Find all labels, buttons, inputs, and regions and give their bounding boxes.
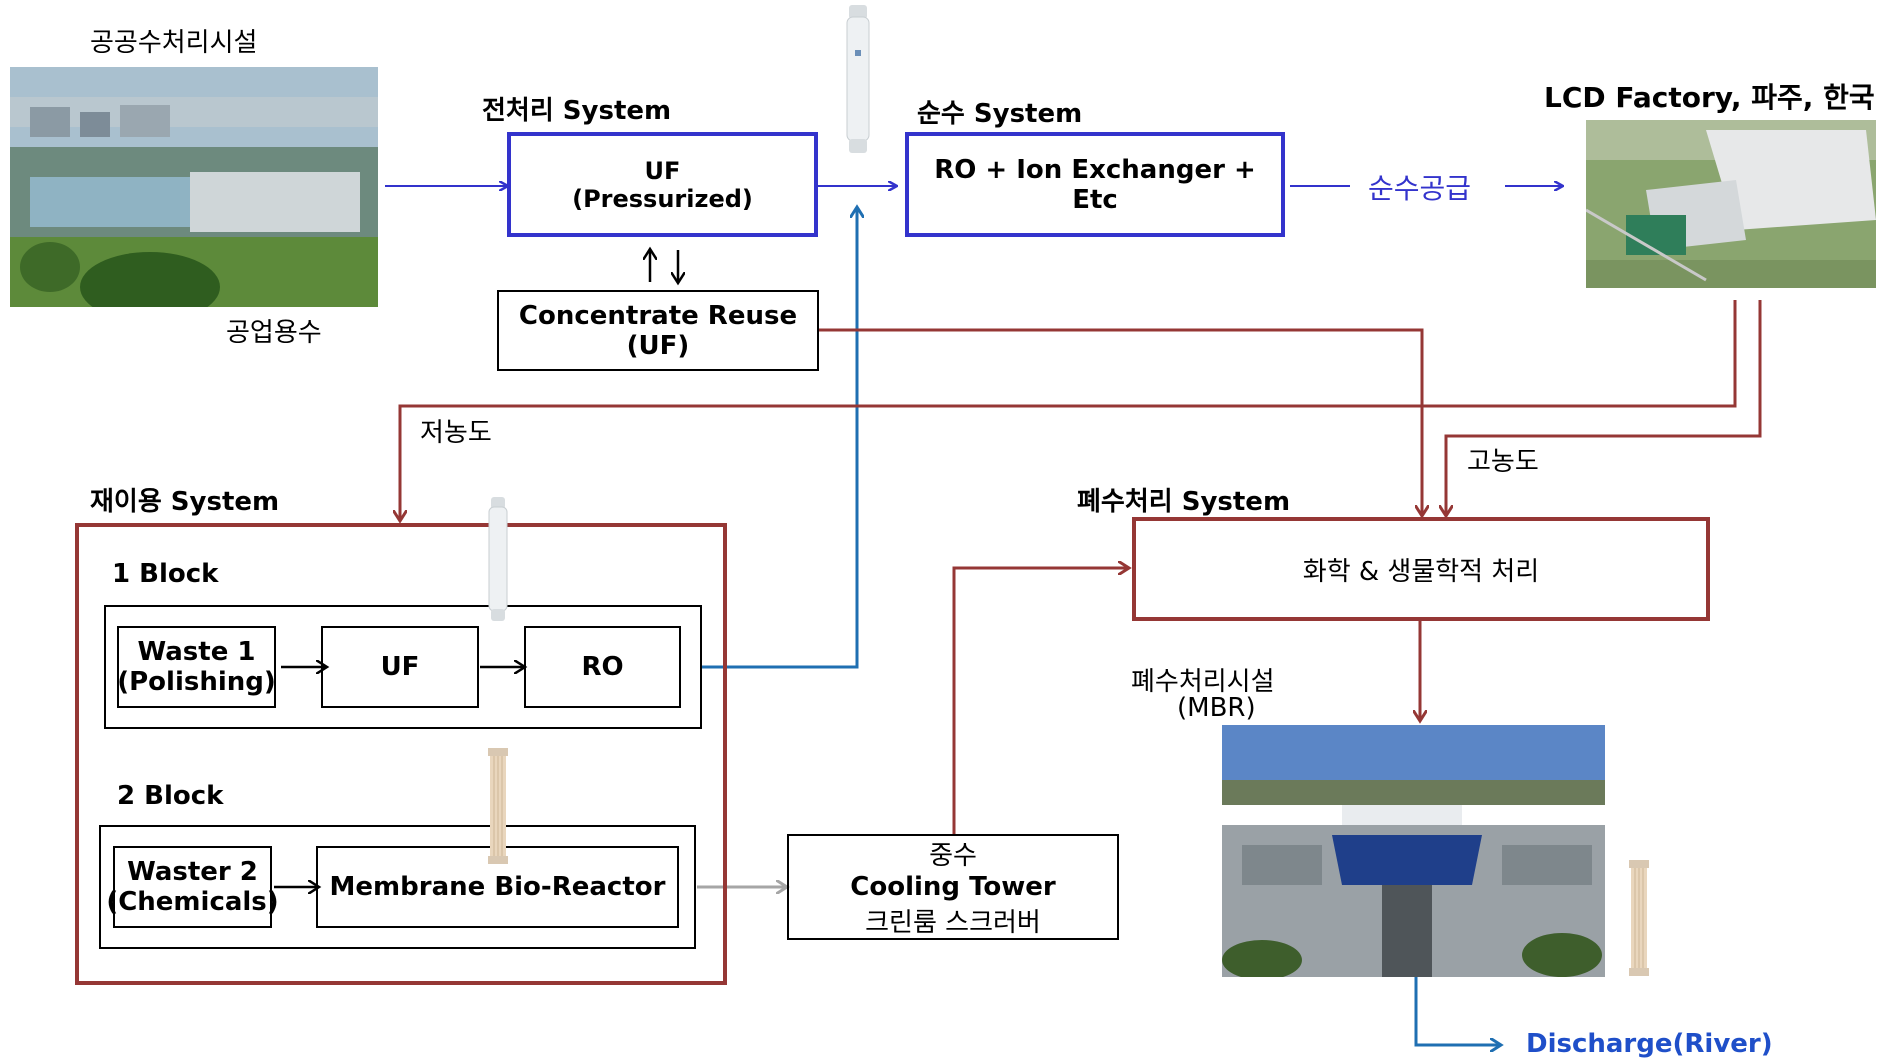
wastewater-facility-label: 폐수처리시설 [1131, 667, 1275, 697]
block1-container [104, 605, 702, 729]
arrow-concentrate-to-wastewater [817, 328, 1422, 515]
waste2-line2: (Chemicals) [106, 887, 279, 917]
reuse-uf-membrane-image [487, 497, 509, 622]
cooling-tower-box: 중수 Cooling Tower 크린룸 스크러버 [787, 834, 1119, 940]
uf-pressurized-line1: UF [644, 156, 681, 185]
reuse-system-container [75, 523, 727, 985]
mbr-label: (MBR) [1177, 693, 1256, 723]
arrow-factory-highconc-to-wastewater [1446, 300, 1762, 515]
block2-container [99, 825, 696, 949]
ro-box: RO [524, 626, 681, 708]
arrow-reuse-ro-to-pure [700, 208, 857, 669]
public-water-label: 공공수처리시설 [90, 28, 258, 58]
waste1-line1: Waste 1 [137, 637, 256, 667]
ro-ion-exchanger-box: RO + Ion Exchanger + Etc [905, 132, 1285, 237]
low-concentration-label: 저농도 [420, 418, 492, 448]
waste1-line2: (Polishing) [117, 667, 276, 697]
waste1-polishing-box: Waste 1 (Polishing) [117, 626, 276, 708]
uf-pressurized-line2: (Pressurized) [572, 184, 753, 213]
cooling-line2: Cooling Tower [850, 872, 1056, 902]
uf-membrane-module-image [845, 5, 871, 155]
discharge-river-label: Discharge(River) [1526, 1029, 1773, 1059]
concentrate-reuse-box: Concentrate Reuse (UF) [497, 290, 819, 371]
uf-box: UF [321, 626, 479, 708]
public-water-facility-photo [10, 67, 378, 307]
reuse-system-title: 재이용 System [90, 487, 280, 517]
waste2-line1: Waster 2 [127, 857, 258, 887]
lcd-factory-photo [1586, 120, 1876, 288]
ro-ion-exchanger-text: RO + Ion Exchanger + Etc [934, 154, 1256, 215]
wastewater-facility-photo [1222, 725, 1605, 977]
concentrate-reuse-line1: Concentrate Reuse [518, 300, 798, 331]
pure-water-supply-label: 순수공급 [1368, 172, 1472, 205]
uf-pressurized-box: UF (Pressurized) [507, 132, 818, 237]
arrow-facility-to-discharge [1414, 977, 1500, 1045]
ro-box-text: RO [581, 652, 624, 682]
mbr-membrane-module-image [486, 748, 510, 864]
high-concentration-label: 고농도 [1467, 447, 1539, 477]
mbr-box-text: Membrane Bio-Reactor [329, 872, 666, 902]
industrial-water-label: 공업용수 [226, 318, 322, 348]
waste2-chemicals-box: Waster 2 (Chemicals) [106, 846, 279, 928]
pure-water-system-title: 순수 System [917, 99, 1083, 129]
chem-bio-treatment-box: 화학 & 생물학적 처리 [1132, 517, 1710, 621]
lcd-factory-title: LCD Factory, 파주, 한국 [1544, 81, 1875, 114]
facility-membrane-module-image [1627, 860, 1651, 976]
arrow-cooling-to-wastewater [952, 568, 1128, 834]
block1-label: 1 Block [112, 559, 219, 589]
concentrate-reuse-line2: (UF) [626, 330, 690, 361]
block2-label: 2 Block [117, 781, 224, 811]
cooling-line1: 중수 [929, 841, 977, 871]
wastewater-system-title: 폐수처리 System [1077, 487, 1291, 517]
chem-bio-text: 화학 & 생물학적 처리 [1302, 556, 1540, 587]
arrow-factory-lowconc-to-reuse [400, 300, 1737, 520]
uf-box-text: UF [380, 652, 420, 682]
cooling-line3: 크린룸 스크러버 [865, 908, 1041, 938]
pretreatment-system-title: 전처리 System [482, 96, 672, 126]
